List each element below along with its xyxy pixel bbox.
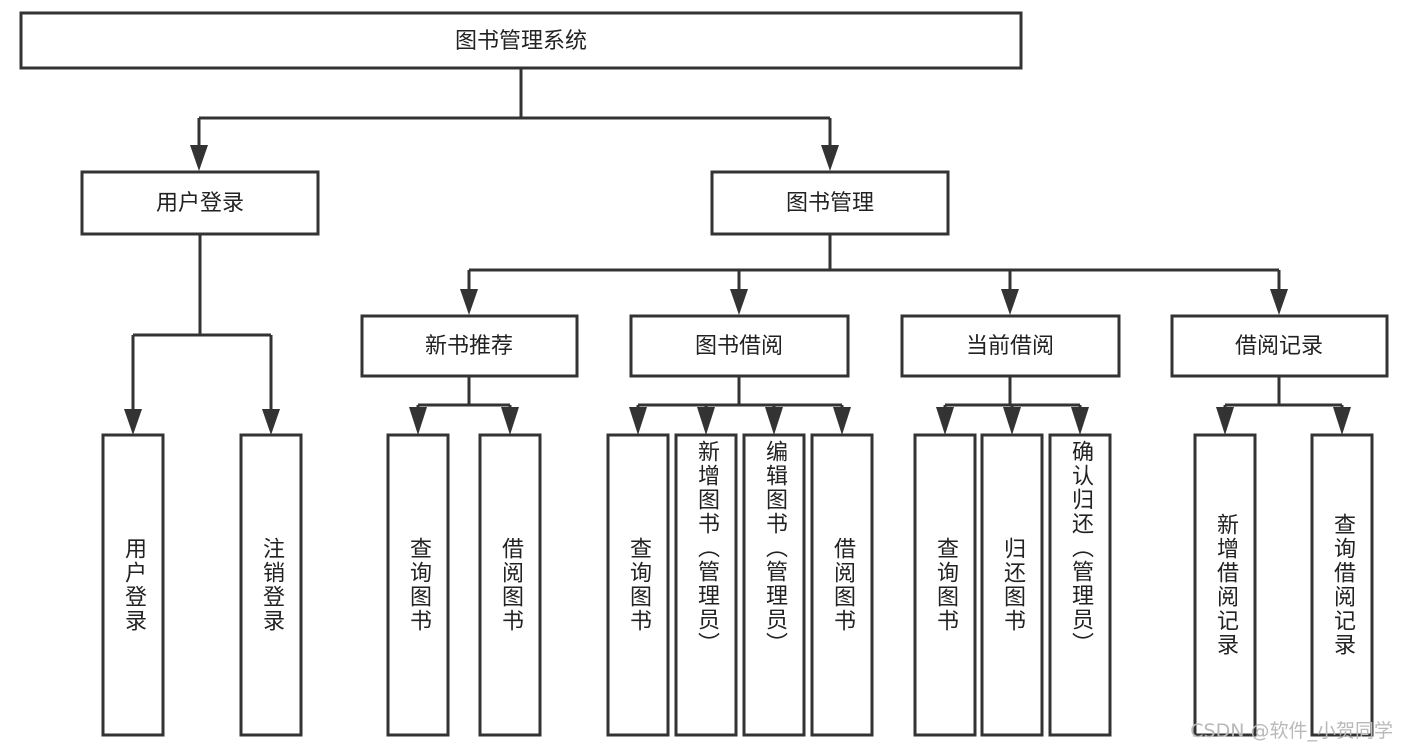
arrow-head-leaf-bb-3	[765, 407, 783, 435]
node-new-book-recommend-box[interactable]	[360, 314, 579, 378]
arrow-head-leaf-bb-4	[833, 407, 851, 435]
arrow-head-current-borrow	[1001, 289, 1019, 315]
node-current-borrow[interactable]: 当前借阅	[900, 314, 1121, 378]
node-book-borrow[interactable]: 图书借阅	[629, 314, 850, 378]
arrow-head-leaf-nb-1	[409, 407, 427, 435]
connector-book-manage-to-level3	[460, 234, 1288, 315]
node-borrow-record[interactable]: 借阅记录	[1170, 314, 1389, 378]
connector-user-login-to-leaves	[124, 234, 280, 435]
node-user-login-label: 用户登录	[156, 191, 244, 216]
leaf-box-book-borrow-3[interactable]	[742, 433, 806, 737]
node-user-login[interactable]: 用户登录	[80, 170, 320, 236]
leaf-box-user-login-2[interactable]	[239, 433, 303, 737]
leaf-box-book-borrow-2[interactable]	[674, 433, 738, 737]
connector-root-to-level2	[190, 68, 839, 171]
connector-current-borrow-to-leaves	[936, 376, 1089, 435]
leaf-box-user-login-1[interactable]	[101, 433, 165, 737]
leaf-box-new-book-1[interactable]	[386, 433, 450, 737]
arrow-head-leaf-br-1	[1216, 407, 1234, 435]
node-book-manage-box[interactable]	[710, 170, 950, 236]
node-book-borrow-box[interactable]	[629, 314, 850, 378]
node-current-borrow-label: 当前借阅	[966, 334, 1054, 359]
leaf-box-borrow-record-2[interactable]	[1310, 433, 1374, 737]
node-book-manage[interactable]: 图书管理	[710, 170, 950, 236]
arrow-head-borrow-record	[1270, 289, 1288, 315]
leaf-box-book-borrow-1[interactable]	[606, 433, 670, 737]
node-root[interactable]: 图书管理系统	[19, 11, 1023, 70]
node-root-label: 图书管理系统	[455, 29, 587, 54]
leaf-box-book-borrow-4[interactable]	[810, 433, 874, 737]
arrow-head-leaf-bb-1	[629, 407, 647, 435]
node-book-manage-label: 图书管理	[786, 191, 874, 216]
arrow-head-leaf-cb-1	[936, 407, 954, 435]
arrow-head-new-book	[460, 289, 478, 315]
connector-new-book-to-leaves	[409, 376, 519, 435]
arrow-head-book-borrow	[730, 289, 748, 315]
node-borrow-record-box[interactable]	[1170, 314, 1389, 378]
arrow-head-leaf-bb-2	[697, 407, 715, 435]
node-borrow-record-label: 借阅记录	[1235, 334, 1323, 359]
leaf-box-current-borrow-3[interactable]	[1048, 433, 1112, 737]
leaf-box-current-borrow-2[interactable]	[980, 433, 1044, 737]
arrow-head-book-manage	[821, 145, 839, 171]
node-current-borrow-box[interactable]	[900, 314, 1121, 378]
leaf-box-borrow-record-1[interactable]	[1193, 433, 1257, 737]
node-root-box[interactable]	[19, 11, 1023, 70]
leaf-box-current-borrow-1[interactable]	[913, 433, 977, 737]
arrow-head-leaf-user-login-2	[262, 409, 280, 435]
arrow-head-leaf-cb-3	[1071, 407, 1089, 435]
connector-book-borrow-to-leaves	[629, 376, 851, 435]
arrow-head-leaf-nb-2	[501, 407, 519, 435]
node-new-book-recommend-label: 新书推荐	[425, 334, 513, 359]
node-new-book-recommend[interactable]: 新书推荐	[360, 314, 579, 378]
leaf-box-new-book-2[interactable]	[478, 433, 542, 737]
arrow-head-leaf-user-login-1	[124, 409, 142, 435]
arrow-head-leaf-cb-2	[1003, 407, 1021, 435]
arrow-head-user-login	[190, 145, 208, 171]
connector-borrow-record-to-leaves	[1216, 376, 1351, 435]
arrow-head-leaf-br-2	[1333, 407, 1351, 435]
node-book-borrow-label: 图书借阅	[695, 334, 783, 359]
